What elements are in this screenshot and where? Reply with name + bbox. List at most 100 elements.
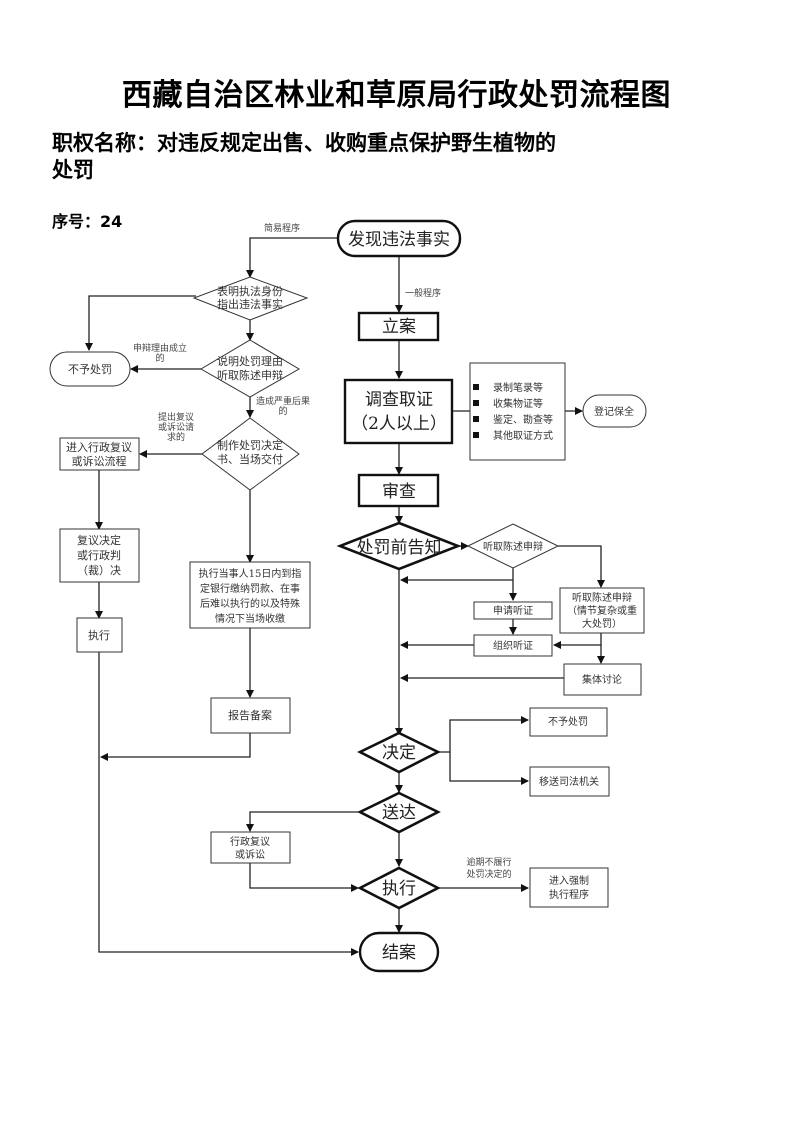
- node-report: 报告备案: [210, 697, 291, 734]
- node-evidence-methods: 录制笔录等 收集物证等 鉴定、勘查等 其他取证方式: [469, 362, 566, 461]
- evidence-list: 录制笔录等 收集物证等 鉴定、勘查等 其他取证方式: [473, 381, 553, 442]
- svg-text:的: 的: [155, 352, 164, 364]
- svg-text:不予处罚: 不予处罚: [68, 363, 112, 376]
- node-enter-review: 进入行政复议 或诉讼流程: [59, 437, 140, 471]
- svg-text:不予处罚: 不予处罚: [548, 716, 588, 728]
- svg-text:制作处罚决定: 制作处罚决定: [217, 438, 283, 452]
- svg-text:集体讨论: 集体讨论: [582, 673, 622, 686]
- svg-text:收集物证等: 收集物证等: [493, 397, 543, 410]
- edge-decide-to-transfer: [449, 752, 529, 785]
- svg-text:录制笔录等: 录制笔录等: [493, 381, 543, 394]
- svg-text:进入强制: 进入强制: [549, 874, 589, 887]
- svg-text:处罚前告知: 处罚前告知: [357, 538, 442, 558]
- svg-text:后难以执行的以及特殊: 后难以执行的以及特殊: [200, 597, 300, 610]
- svg-text:的: 的: [278, 405, 287, 417]
- node-discover: 发现违法事实: [336, 219, 462, 258]
- svg-text:进入行政复议: 进入行政复议: [66, 440, 132, 454]
- svg-text:求的: 求的: [167, 431, 185, 443]
- svg-text:指出违法事实: 指出违法事实: [217, 297, 283, 311]
- svg-text:调查取证: 调查取证: [365, 390, 433, 410]
- svg-text:复议决定: 复议决定: [77, 533, 121, 547]
- node-pre-notice: 处罚前告知: [336, 521, 462, 571]
- node-deliver: 送达: [357, 791, 441, 834]
- svg-text:行政复议: 行政复议: [230, 835, 270, 848]
- bullet-icon: [473, 432, 479, 438]
- bullet-icon: [473, 400, 479, 406]
- edge-simple-procedure: [246, 237, 338, 278]
- svg-text:立案: 立案: [382, 317, 416, 337]
- svg-text:情况下当场收缴: 情况下当场收缴: [215, 612, 285, 625]
- node-organize-hearing: 组织听证: [473, 634, 553, 657]
- svg-text:登记保全: 登记保全: [594, 405, 634, 418]
- svg-text:听取陈述申辩: 听取陈述申辩: [483, 540, 543, 553]
- svg-text:执行程序: 执行程序: [549, 888, 589, 901]
- node-investigate: 调查取证 （2人以上）: [343, 378, 454, 445]
- label-overdue: 逾期不履行: [466, 856, 511, 868]
- node-no-penalty-right: 不予处罚: [529, 707, 608, 737]
- node-file-case: 立案: [357, 311, 440, 342]
- edge-showid-to-nopenalty: [85, 295, 196, 351]
- node-show-id: 表明执法身份 指出违法事实: [192, 276, 309, 321]
- label-general-procedure: 一般程序: [405, 287, 441, 299]
- node-admin-review: 行政复议 或诉讼: [210, 831, 291, 864]
- authority-name-line1: 职权名称：对违反规定出售、收购重点保护野生植物的: [52, 131, 556, 155]
- node-review: 审查: [357, 473, 440, 508]
- node-enforce: 进入强制 执行程序: [529, 867, 609, 908]
- svg-text:或诉讼请: 或诉讼请: [158, 421, 194, 433]
- node-hear-defense: 听取陈述申辩: [466, 523, 560, 569]
- svg-text:听取陈述申辩: 听取陈述申辩: [217, 368, 283, 382]
- svg-text:执行: 执行: [382, 879, 416, 899]
- edge-decide-to-nopenalty: [438, 716, 529, 753]
- node-close-case: 结案: [358, 931, 440, 973]
- bullet-icon: [473, 384, 479, 390]
- svg-text:决定: 决定: [382, 743, 416, 763]
- svg-text:（2人以上）: （2人以上）: [351, 414, 447, 434]
- edge-deliver-to-adminreview: [246, 811, 360, 832]
- svg-text:审查: 审查: [382, 482, 416, 502]
- svg-text:鉴定、勘查等: 鉴定、勘查等: [493, 413, 553, 426]
- svg-text:处罚决定的: 处罚决定的: [466, 868, 511, 880]
- node-execute-left: 执行: [76, 617, 123, 653]
- label-request-review: 提出复议: [158, 411, 194, 423]
- node-collective-discussion: 集体讨论: [563, 663, 642, 696]
- svg-text:或行政判: 或行政判: [77, 548, 121, 562]
- node-review-decision: 复议决定 或行政判 （裁）决: [59, 528, 140, 583]
- connectors: [85, 237, 605, 956]
- node-complex-hearing: 听取陈述申辩 （情节复杂或重 大处罚）: [559, 587, 645, 634]
- svg-text:结案: 结案: [382, 943, 416, 963]
- node-decide: 决定: [357, 731, 441, 774]
- svg-text:大处罚）: 大处罚）: [582, 617, 622, 630]
- edge-hear-to-complex: [558, 545, 605, 588]
- node-register-preserve: 登记保全: [582, 394, 647, 428]
- edge-complex-to-organize: [553, 633, 602, 649]
- svg-text:申请听证: 申请听证: [493, 604, 533, 617]
- node-explain-reason: 说明处罚理由 听取陈述申辩: [200, 339, 300, 398]
- authority-name-line2: 处罚: [52, 158, 94, 182]
- node-apply-hearing: 申请听证: [473, 601, 553, 620]
- node-execute: 执行: [357, 866, 441, 910]
- svg-text:听取陈述申辩: 听取陈述申辩: [572, 591, 632, 604]
- svg-text:执行: 执行: [88, 628, 110, 642]
- serial-number: 序号：24: [52, 212, 123, 231]
- svg-text:或诉讼流程: 或诉讼流程: [72, 454, 127, 468]
- svg-text:报告备案: 报告备案: [228, 708, 272, 722]
- svg-text:或诉讼: 或诉讼: [235, 848, 265, 861]
- node-make-decision: 制作处罚决定 书、当场交付: [201, 417, 300, 491]
- authority-name: 职权名称：对违反规定出售、收购重点保护野生植物的 处罚: [52, 130, 652, 184]
- node-transfer-judicial: 移送司法机关: [529, 766, 610, 797]
- edge-adminreview-to-execute: [249, 863, 359, 892]
- label-simple-procedure: 简易程序: [264, 222, 300, 234]
- bullet-icon: [473, 416, 479, 422]
- svg-text:（裁）决: （裁）决: [77, 564, 121, 577]
- svg-text:执行当事人15日内到指: 执行当事人15日内到指: [199, 567, 302, 580]
- node-discover-label: 发现违法事实: [348, 230, 450, 250]
- svg-text:书、当场交付: 书、当场交付: [217, 452, 283, 466]
- svg-text:定银行缴纳罚款、在事: 定银行缴纳罚款、在事: [200, 582, 300, 595]
- label-serious: 造成严重后果: [256, 395, 310, 407]
- svg-text:（情节复杂或重: （情节复杂或重: [567, 604, 637, 617]
- svg-text:送达: 送达: [382, 803, 416, 823]
- node-no-penalty-left: 不予处罚: [49, 351, 131, 387]
- edge-report-to-trunk: [100, 733, 251, 761]
- page-title: 西藏自治区林业和草原局行政处罚流程图: [122, 78, 671, 113]
